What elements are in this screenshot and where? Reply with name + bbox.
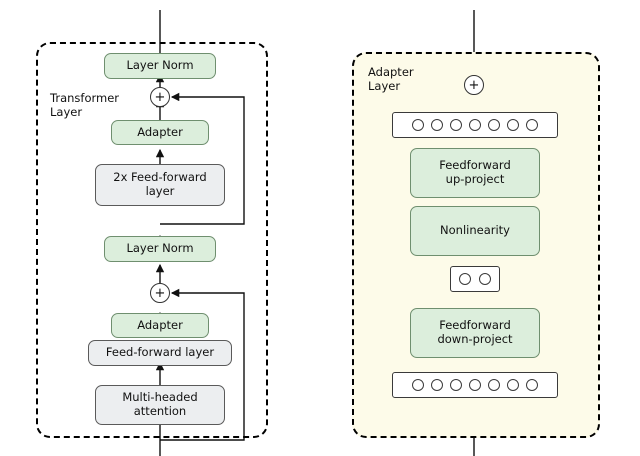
block-multi-headed-attention: Multi-headed attention bbox=[95, 385, 225, 425]
token-dot bbox=[488, 119, 500, 131]
block-adapter-top: Adapter bbox=[111, 120, 209, 145]
token-dot bbox=[469, 379, 481, 391]
block-layer-norm-top: Layer Norm bbox=[104, 53, 216, 79]
tokens-middle-row bbox=[450, 266, 500, 292]
token-dot bbox=[412, 379, 424, 391]
tokens-bottom-row bbox=[392, 372, 558, 398]
token-dot bbox=[450, 379, 462, 391]
token-dot bbox=[507, 119, 519, 131]
token-dot bbox=[479, 273, 491, 285]
block-adapter-bottom: Adapter bbox=[111, 313, 209, 338]
token-dot bbox=[459, 273, 471, 285]
token-dot bbox=[507, 379, 519, 391]
token-dot bbox=[526, 379, 538, 391]
token-dot bbox=[488, 379, 500, 391]
token-dot bbox=[450, 119, 462, 131]
token-dot bbox=[412, 119, 424, 131]
token-dot bbox=[431, 119, 443, 131]
block-nonlinearity: Nonlinearity bbox=[410, 206, 540, 256]
token-dot bbox=[431, 379, 443, 391]
block-feedforward-down-project: Feedforward down-project bbox=[410, 308, 540, 358]
transformer-layer-panel bbox=[36, 42, 268, 438]
adapter-add-node: + bbox=[464, 75, 484, 95]
block-feed-forward-2x: 2x Feed-forward layer bbox=[95, 164, 225, 206]
block-layer-norm-bottom: Layer Norm bbox=[104, 236, 216, 262]
add-node-top: + bbox=[150, 87, 170, 107]
tokens-top-row bbox=[392, 112, 558, 138]
add-node-bottom: + bbox=[150, 283, 170, 303]
block-feedforward-up-project: Feedforward up-project bbox=[410, 148, 540, 198]
token-dot bbox=[526, 119, 538, 131]
token-dot bbox=[469, 119, 481, 131]
adapter-layer-label: Adapter Layer bbox=[368, 65, 414, 93]
block-feed-forward-layer: Feed-forward layer bbox=[88, 340, 232, 366]
transformer-layer-label: Transformer Layer bbox=[50, 91, 120, 119]
